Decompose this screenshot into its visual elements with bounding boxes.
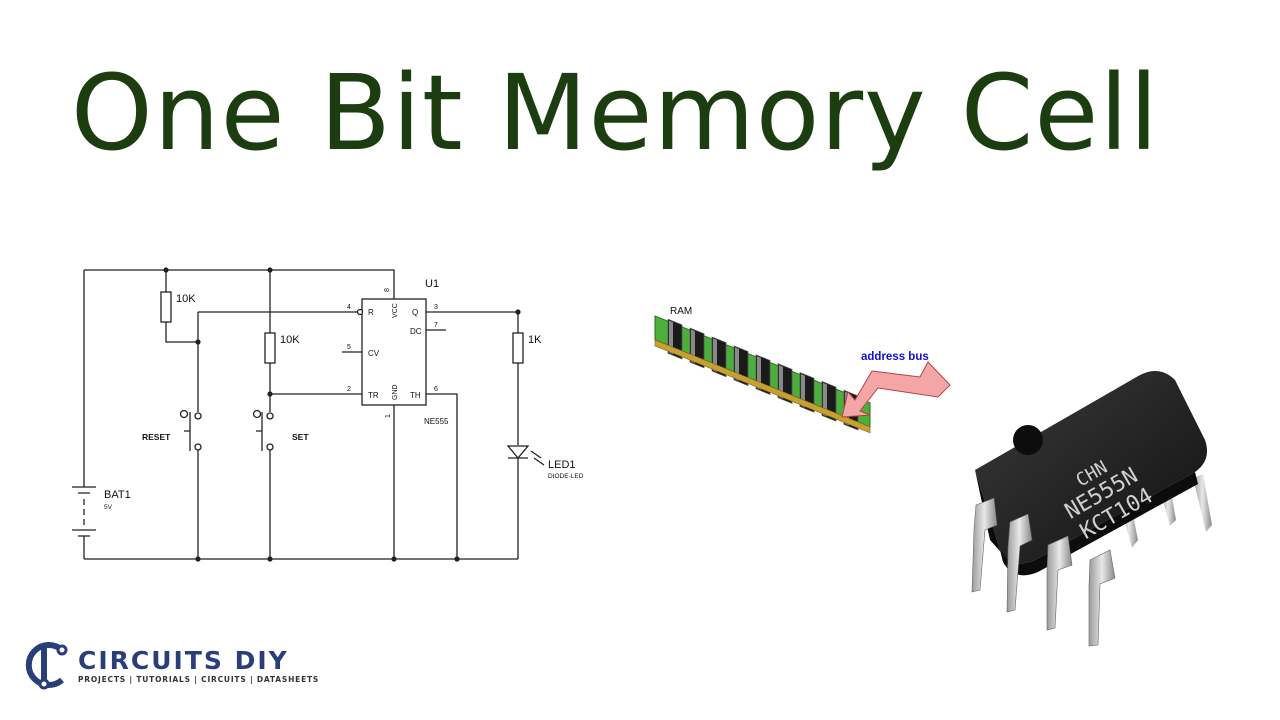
- pin-th-label: TH: [410, 391, 421, 400]
- pin-vcc-label: VCC: [392, 303, 399, 318]
- logo-tagline: PROJECTS | TUTORIALS | CIRCUITS | DATASH…: [78, 675, 320, 684]
- pin-cv-label: CV: [368, 349, 380, 358]
- pin-5-number: 5: [347, 344, 351, 351]
- pin-dc-label: DC: [410, 327, 422, 336]
- ram-module: [654, 315, 871, 434]
- schematic: [72, 269, 545, 560]
- pin-1-number: 1: [385, 414, 392, 418]
- ram-contacts: [654, 339, 871, 434]
- ram-label: RAM: [670, 306, 692, 317]
- led-type-label: DIODE-LED: [548, 473, 584, 480]
- pin-r-label: R: [368, 308, 374, 317]
- ic-part-label: NE555: [424, 417, 449, 426]
- junction-dots: [163, 267, 521, 562]
- address-bus-label: address bus: [861, 351, 929, 363]
- page-title: One Bit Memory Cell: [70, 52, 1160, 174]
- set-label: SET: [292, 432, 309, 442]
- r3-value: 1K: [528, 334, 542, 346]
- pin-q-label: Q: [412, 308, 418, 317]
- battery-symbol: [72, 486, 96, 537]
- pin-8-number: 8: [384, 288, 391, 292]
- reset-button: [179, 409, 202, 451]
- address-bus-arrow: [841, 361, 951, 418]
- led-symbol: [506, 445, 545, 466]
- led-ref-label: LED1: [548, 459, 576, 471]
- chip-photo: CHN NE555N KCT104: [971, 371, 1212, 647]
- resistor-r3: [512, 332, 524, 364]
- resistor-r1: [160, 291, 172, 323]
- r2-value: 10K: [280, 334, 300, 346]
- pin-tr-label: TR: [368, 391, 379, 400]
- ic-ref-label: U1: [425, 278, 439, 290]
- r1-value: 10K: [176, 293, 196, 305]
- resistor-r2: [264, 332, 276, 364]
- pin-6-number: 6: [434, 386, 438, 393]
- circuits-diy-logo-icon: [25, 642, 68, 690]
- pin-4-number: 4: [347, 304, 351, 311]
- logo-name: CIRCUITS DIY: [78, 646, 289, 675]
- battery-voltage-label: 5V: [104, 504, 113, 511]
- pin-7-number: 7: [434, 322, 438, 329]
- top-rail-wire: [84, 269, 395, 299]
- pin-2-number: 2: [347, 386, 351, 393]
- set-button: [252, 409, 274, 451]
- pin-gnd-label: GND: [392, 384, 399, 400]
- pin-3-number: 3: [434, 304, 438, 311]
- chip-dimple: [1013, 425, 1043, 455]
- reset-label: RESET: [142, 432, 171, 442]
- battery-ref-label: BAT1: [104, 489, 131, 501]
